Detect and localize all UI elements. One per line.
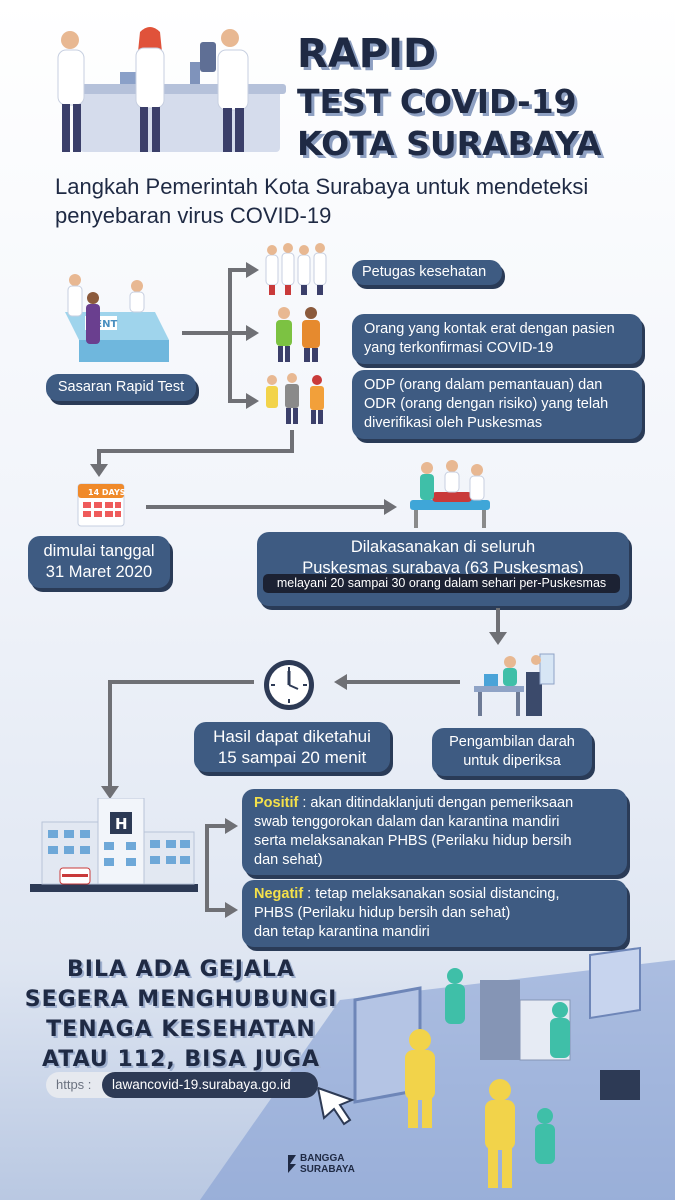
connector — [146, 505, 386, 509]
start-date-line-1: dimulai tanggal — [43, 542, 155, 560]
target-odp-odr-line-2: ODR (orang dengan risiko) yang telah — [364, 396, 609, 412]
blood-sampling-lab-illustration — [474, 653, 555, 716]
capacity-strip: melayani 20 sampai 30 orang dalam sehari… — [263, 574, 620, 593]
arrow-right-icon — [246, 262, 259, 278]
blood-sampling-box: Pengambilan darah untuk diperiksa — [432, 728, 592, 776]
blood-sampling-line-1: Pengambilan darah — [449, 734, 575, 750]
title-line-1: RAPID — [297, 31, 437, 77]
negative-label: Negatif — [254, 886, 304, 902]
health-workers-illustration — [265, 243, 327, 295]
venue-box: Dilakasanakan di seluruh Puskesmas surab… — [257, 532, 629, 606]
connector — [228, 268, 248, 272]
target-label: Sasaran Rapid Test — [46, 374, 196, 401]
clinic-sign-text: DENT — [87, 319, 118, 330]
target-odp-odr-line-3: diverifikasi oleh Puskesmas — [364, 415, 543, 431]
hospital-sign-text: H — [115, 815, 128, 833]
venue-line-1: Dilakasanakan di seluruh — [350, 538, 536, 556]
hospital-building-illustration: H — [30, 798, 198, 892]
connector — [108, 680, 254, 684]
positive-result-line-3: serta melaksanakan PHBS (Perilaku hidup … — [254, 833, 572, 849]
url-protocol: https : — [56, 1077, 92, 1092]
positive-result-line-4: dan sehat) — [254, 852, 323, 868]
arrow-right-icon — [225, 902, 238, 918]
subtitle-line-2: penyebaran virus COVID-19 — [55, 203, 332, 228]
negative-text-1: : tetap melaksanakan sosial distancing, — [303, 886, 560, 902]
brand-logo: BANGGA SURABAYA — [300, 1153, 355, 1175]
cta-line-4: ATAU 112, BISA JUGA — [41, 1047, 321, 1072]
url-link[interactable]: lawancovid-19.surabaya.go.id — [102, 1072, 318, 1098]
connector — [228, 268, 232, 403]
puskesmas-treatment-illustration — [410, 460, 490, 528]
bangga-surabaya-logo-icon — [288, 1155, 296, 1173]
connector — [290, 430, 294, 452]
arrow-left-icon — [334, 674, 347, 690]
start-date-line-2: 31 Maret 2020 — [45, 563, 153, 581]
url-bar[interactable]: https : lawancovid-19.surabaya.go.id — [46, 1072, 318, 1098]
target-close-contacts: Orang yang kontak erat dengan pasien yan… — [352, 314, 642, 364]
odp-odr-people-illustration — [266, 373, 324, 424]
subtitle: Langkah Pemerintah Kota Surabaya untuk m… — [55, 172, 588, 230]
result-time-line-2: 15 sampai 20 menit — [217, 748, 367, 767]
connector — [97, 449, 101, 465]
clinic-reception-illustration: DENT — [65, 274, 169, 362]
arrow-right-icon — [225, 818, 238, 834]
subtitle-line-1: Langkah Pemerintah Kota Surabaya untuk m… — [55, 174, 589, 199]
blood-sampling-line-2: untuk diperiksa — [463, 753, 561, 769]
brand-line-1: BANGGA — [300, 1153, 345, 1164]
connector — [228, 331, 248, 335]
connector — [108, 680, 112, 788]
connector — [182, 331, 230, 335]
clock-icon — [264, 660, 314, 710]
connector — [496, 608, 500, 634]
connector — [205, 824, 209, 912]
target-close-contacts-line-1: Orang yang kontak erat dengan pasien — [364, 321, 615, 337]
connector — [228, 399, 248, 403]
result-time-box: Hasil dapat diketahui 15 sampai 20 menit — [194, 722, 390, 772]
cta-line-3: TENAGA KESEHATAN — [46, 1017, 316, 1042]
cta-line-2: SEGERA MENGHUBUNGI — [24, 987, 338, 1012]
arrow-right-icon — [246, 393, 259, 409]
arrow-right-icon — [384, 499, 397, 515]
close-contact-people-illustration — [276, 307, 320, 362]
connector — [205, 824, 227, 828]
venue-line-2: Puskesmas surabaya (63 Puskesmas) — [302, 559, 584, 577]
target-close-contacts-line-2: yang terkonfirmasi COVID-19 — [364, 340, 554, 356]
target-odp-odr-line-1: ODP (orang dalam pemantauan) dan — [364, 377, 603, 393]
arrow-down-icon — [489, 632, 507, 645]
target-health-workers: Petugas kesehatan — [352, 260, 502, 285]
arrow-down-icon — [101, 786, 119, 799]
positive-result-line-2: swab tenggorokan dalam dan karantina man… — [254, 814, 560, 830]
target-odp-odr: ODP (orang dalam pemantauan) dan ODR (or… — [352, 370, 642, 439]
result-time-line-1: Hasil dapat diketahui — [213, 727, 371, 746]
connector — [205, 908, 227, 912]
negative-result-line-1: Negatif : tetap melaksanakan sosial dist… — [254, 885, 615, 904]
calendar-icon: 14 DAYS — [77, 483, 126, 527]
hospital-room-illustration — [200, 946, 675, 1200]
title-line-3: KOTA SURABAYA — [297, 124, 602, 163]
arrow-right-icon — [246, 325, 259, 341]
cta-block: BILA ADA GEJALA SEGERA MENGHUBUNGI TENAG… — [22, 955, 340, 1075]
arrow-down-icon — [90, 464, 108, 477]
negative-result-line-2: PHBS (Perilaku hidup bersih dan sehat) — [254, 905, 511, 921]
start-date-box: dimulai tanggal 31 Maret 2020 — [28, 536, 170, 588]
positive-label: Positif — [254, 795, 299, 811]
negative-result-line-3: dan tetap karantina mandiri — [254, 924, 430, 940]
lab-scientists-illustration — [57, 27, 286, 152]
cta-line-1: BILA ADA GEJALA — [67, 957, 295, 982]
positive-result-line-1: Positif : akan ditindaklanjuti dengan pe… — [254, 794, 615, 813]
connector — [97, 449, 294, 453]
connector — [345, 680, 460, 684]
title-line-2: TEST COVID-19 — [297, 82, 577, 121]
calendar-label: 14 DAYS — [88, 488, 126, 497]
negative-result-box: Negatif : tetap melaksanakan sosial dist… — [242, 880, 627, 947]
positive-text-1: : akan ditindaklanjuti dengan pemeriksaa… — [298, 795, 574, 811]
positive-result-box: Positif : akan ditindaklanjuti dengan pe… — [242, 789, 627, 875]
brand-line-2: SURABAYA — [300, 1164, 355, 1175]
